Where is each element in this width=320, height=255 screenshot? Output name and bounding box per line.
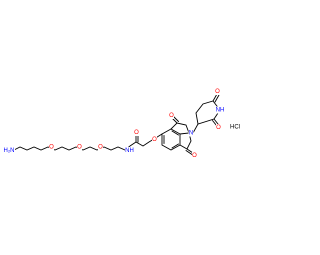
ring-o-side-bg [216, 124, 221, 131]
benzene-inner-bond-3 [171, 130, 179, 136]
amide-oxygen-label: O [134, 130, 139, 136]
imide-n-to-glutarimide-bond [192, 123, 199, 134]
chemical-structure: H₂N O O O NH O O O O N O NH O HCl [0, 0, 250, 250]
amine-label-bg [4, 147, 15, 154]
ether-oxygen-2: O [77, 145, 82, 151]
ether-o3-bg [98, 143, 103, 151]
imide-n-bg [188, 129, 194, 137]
imide-ring-bottom [179, 132, 192, 150]
ring-o-top-bg [215, 88, 220, 95]
amide-nh-bg [125, 147, 134, 154]
imide-carbonyl-bottom-double [185, 150, 193, 155]
background [0, 0, 250, 250]
imide-nitrogen-label: N [189, 131, 193, 137]
glutarimide-oxygen-side-label: O [216, 125, 221, 131]
ether-o1-bg [49, 143, 54, 151]
imide-oxygen-top-label: O [169, 113, 174, 119]
glutarimide-carbonyl-side-double [212, 120, 217, 126]
atom-labels: H₂N O O O NH O O O O N O NH O HCl [4, 88, 240, 159]
imide-ring-top [170, 122, 190, 135]
glutarimide-oxygen-top-label: O [215, 89, 220, 95]
ring-nh-bg [215, 106, 225, 114]
benzene-inner-bond-2 [171, 143, 179, 149]
structure-svg: H₂N O O O NH O O O O N O NH O HCl [0, 0, 250, 250]
glutarimide-carbonyl-top [212, 93, 218, 102]
aryl-ether-o-bg [152, 136, 157, 143]
peg-linker-bond [13, 141, 137, 151]
aryl-ether-oxygen-label: O [152, 137, 157, 143]
oxyacetyl-bond [135, 138, 155, 147]
glutarimide-carbonyl-side [213, 118, 219, 125]
imide-o-top-bg [169, 112, 174, 119]
glutarimide-carbonyl-top-double [214, 94, 220, 103]
ether-oxygen-3: O [98, 145, 103, 151]
imide-o-bottom-bg [192, 152, 197, 159]
hydrochloride-salt-label: HCl [230, 125, 240, 131]
amide-o-bg [134, 129, 139, 136]
imide-oxygen-bottom-label: O [192, 153, 197, 159]
ether-o2-bg [77, 143, 82, 151]
imide-carbonyl-top-double [173, 116, 179, 122]
glutarimide-nh-label: NH [216, 108, 225, 114]
ether-oxygen-1: O [49, 145, 54, 151]
amide-nh-label: NH [125, 148, 134, 154]
amine-label: H₂N [4, 148, 15, 154]
